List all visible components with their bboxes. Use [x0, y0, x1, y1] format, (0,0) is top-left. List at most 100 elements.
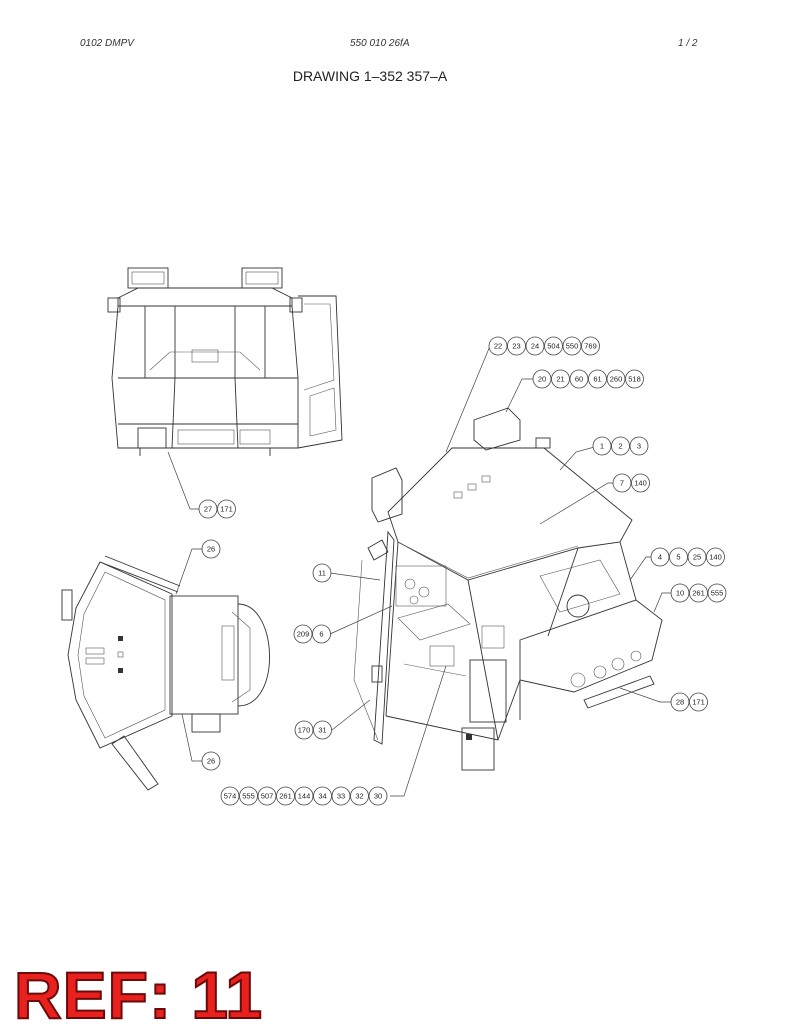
callout-bubble [532, 369, 552, 389]
callout-group-12: 170 31 [294, 720, 332, 740]
callout-number: 34 [318, 792, 326, 801]
cab-top-view [61, 555, 270, 791]
cab-isometric-view [353, 407, 663, 771]
callout-number: 261 [692, 589, 705, 598]
callout-bubble [294, 720, 314, 740]
callout-bubble [707, 583, 727, 603]
callout-bubble [201, 751, 221, 771]
callout-number: 261 [279, 792, 292, 801]
callout-bubble [670, 692, 690, 712]
callout-bubble [220, 786, 240, 806]
callout-group-11: 28 171 [670, 692, 708, 712]
leader-lines [167, 345, 672, 797]
callout-number: 25 [693, 553, 701, 562]
callout-number: 555 [711, 589, 724, 598]
callout-bubble [257, 786, 277, 806]
callout-number: 574 [224, 792, 237, 801]
callout-bubble [689, 583, 708, 603]
callout-number: 26 [207, 545, 215, 554]
drawing-title: DRAWING 1–352 357–A [292, 68, 448, 84]
callout-bubble [611, 436, 630, 456]
callout-number: 518 [628, 375, 641, 384]
header-page-number: 1 / 2 [678, 38, 698, 49]
callout-number: 171 [220, 505, 233, 514]
callout-bubble [551, 369, 570, 389]
callout-number: 31 [318, 726, 326, 735]
callout-bubble [650, 547, 670, 567]
callout-bubble [217, 499, 236, 519]
callout-bubble [350, 786, 369, 806]
callout-bubble [488, 336, 508, 356]
callout-bubble [612, 473, 632, 493]
callout-number: 140 [709, 553, 722, 562]
callout-number: 2 [618, 442, 622, 451]
callout-bubble [198, 499, 218, 519]
header-document-number: 550 010 26fA [350, 38, 410, 49]
callout-bubble [312, 563, 332, 583]
callout-bubble [670, 583, 690, 603]
callout-number: 60 [575, 375, 583, 384]
callout-bubble [629, 436, 649, 456]
callout-bubble [544, 336, 563, 356]
callout-bubble [588, 369, 607, 389]
callout-bubble [706, 547, 725, 567]
callout-bubble [293, 624, 313, 644]
callout-number: 170 [298, 726, 311, 735]
callout-bubble [525, 336, 545, 356]
callout-bubble [625, 369, 644, 389]
callout-bubble [201, 539, 221, 559]
callout-bubble [631, 473, 650, 493]
callout-number: 507 [261, 792, 274, 801]
callout-bubble [313, 720, 332, 740]
callout-number: 22 [494, 342, 502, 351]
callout-bubble [669, 547, 688, 567]
callout-number: 769 [584, 342, 597, 351]
callout-number: 26 [207, 757, 215, 766]
callout-bubble [581, 336, 600, 356]
callout-number: 555 [242, 792, 255, 801]
callout-number: 33 [337, 792, 345, 801]
callout-bubble [606, 369, 626, 389]
callout-number: 61 [593, 375, 601, 384]
callout-group-9: 10 261 555 [670, 583, 727, 603]
callout-number: 140 [634, 479, 647, 488]
callout-number: 27 [204, 505, 212, 514]
callout-group-7: 11 [312, 563, 332, 583]
callout-group-6: 26 [201, 539, 221, 559]
callout-bubble [313, 786, 332, 806]
callout-number: 3 [637, 442, 641, 451]
callout-bubble [507, 336, 526, 356]
callout-number: 11 [318, 569, 326, 578]
header-left-code: 0102 DMPV [80, 38, 134, 49]
callout-number: 32 [355, 792, 363, 801]
callout-number: 6 [319, 630, 323, 639]
callout-bubble [276, 786, 295, 806]
callout-number: 209 [297, 630, 310, 639]
callout-number: 4 [658, 553, 662, 562]
ref-label: REF: 11 [13, 958, 264, 1032]
callout-bubble [331, 786, 351, 806]
callout-number: 30 [374, 792, 382, 801]
callout-number: 504 [547, 342, 560, 351]
callout-number: 10 [676, 589, 684, 598]
callout-bubble [562, 336, 582, 356]
callout-number: 23 [512, 342, 520, 351]
callout-number: 28 [676, 698, 684, 707]
callout-number: 171 [692, 698, 705, 707]
callout-bubble [368, 786, 388, 806]
callout-group-13: 26 [201, 751, 221, 771]
callout-bubble [312, 624, 331, 644]
callout-bubble [592, 436, 612, 456]
callout-number: 24 [531, 342, 539, 351]
callout-bubble [687, 547, 707, 567]
callout-bubble [689, 692, 708, 712]
